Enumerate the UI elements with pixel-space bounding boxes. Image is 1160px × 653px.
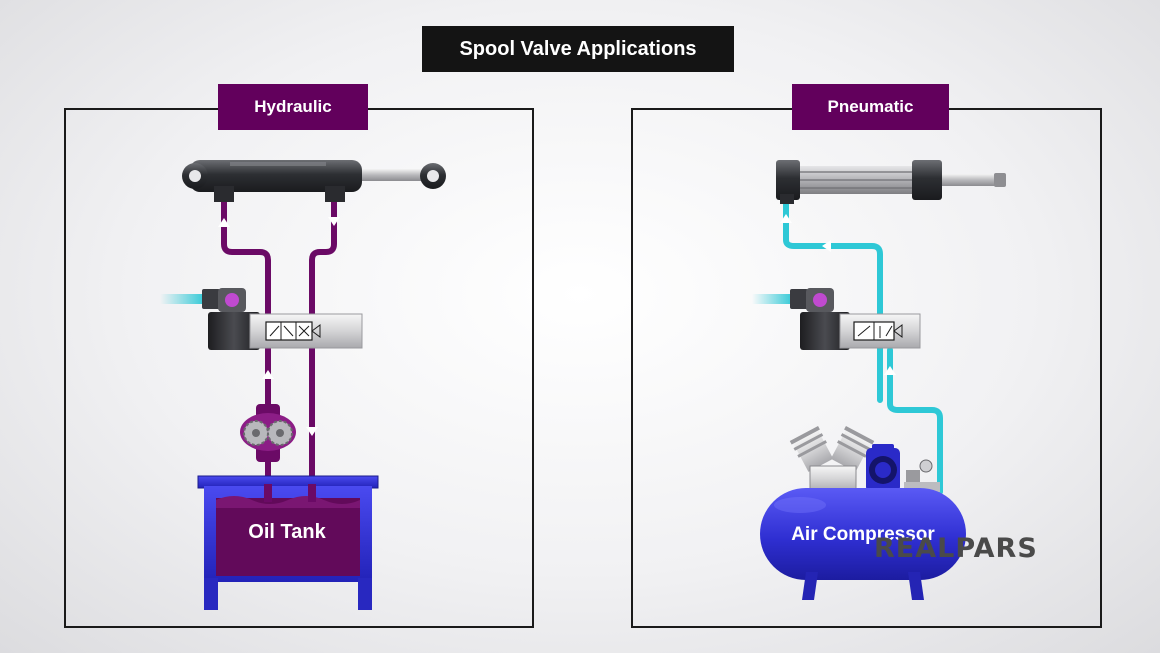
hydraulic-label: Hydraulic (218, 84, 368, 130)
hydraulic-cylinder (182, 160, 446, 202)
hydraulic-flow-arrows (218, 217, 340, 436)
realpars-logo: REALPARS (874, 532, 1038, 564)
air-compressor (760, 426, 966, 600)
pneumatic-cylinder (776, 160, 1006, 204)
oil-tank-label: Oil Tank (248, 520, 326, 543)
pneumatic-pipes (783, 195, 943, 495)
page-title: Spool Valve Applications (422, 26, 734, 72)
pneumatic-flow-arrows (780, 214, 896, 375)
air-compressor-label: Air Compressor (791, 524, 935, 545)
oil-tank (197, 475, 379, 610)
hydraulic-pipes (221, 197, 337, 493)
pneumatic-spool-valve (752, 288, 921, 350)
gear-pump (240, 404, 296, 462)
pneumatic-label: Pneumatic (792, 84, 949, 130)
hydraulic-spool-valve (160, 288, 363, 350)
